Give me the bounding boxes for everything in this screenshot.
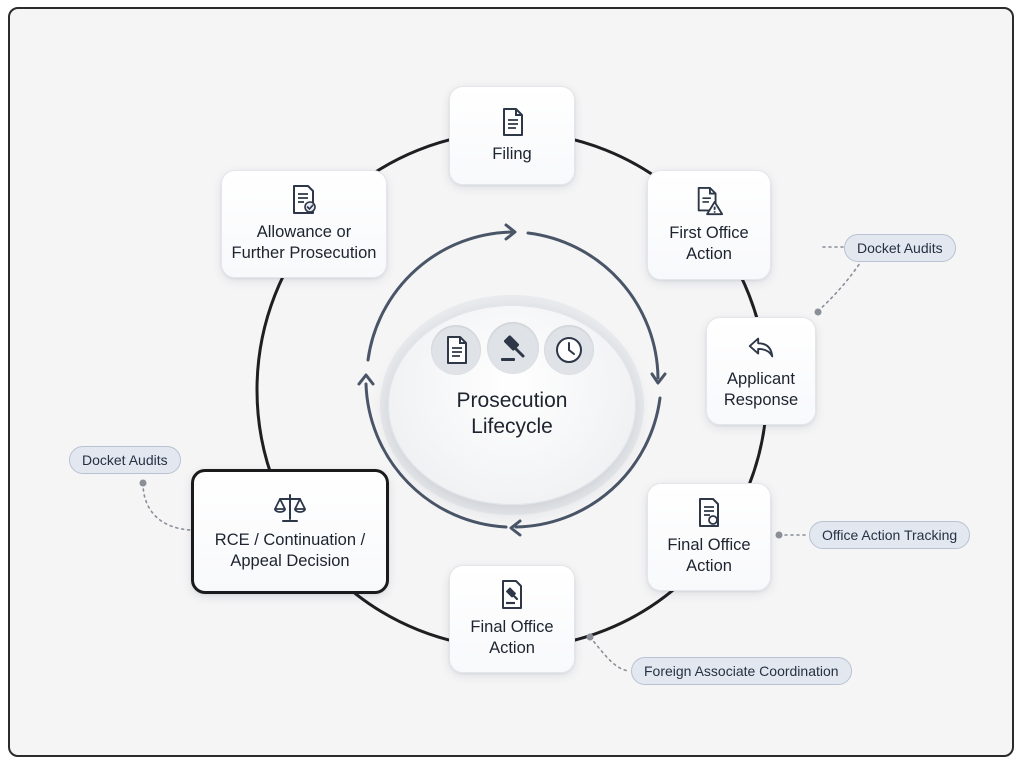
hub-document-icon (431, 325, 481, 375)
tag-docket-audits-right[interactable]: Docket Audits (844, 234, 956, 262)
document-seal-icon (699, 498, 719, 527)
connector-docket-audits-right (817, 246, 861, 312)
hub-gavel-icon (487, 322, 539, 374)
node-applicant-response[interactable]: Applicant Response (706, 317, 816, 425)
node-allowance-label: Allowance or Further Prosecution (231, 223, 377, 262)
hub-clock-icon (544, 325, 594, 375)
inner-cycle-arrows (364, 230, 662, 529)
node-allowance[interactable]: Allowance or Further Prosecution (221, 170, 387, 278)
document-icon (503, 108, 523, 136)
tag-office-action-tracking[interactable]: Office Action Tracking (809, 521, 971, 549)
node-final-office-action-bottom-label: Final Office Action (470, 618, 554, 657)
inner-arrow-top (366, 230, 514, 362)
node-first-office-action-label: First Office Action (669, 224, 749, 263)
connector-dot-3 (139, 479, 147, 487)
tag-foreign-associate-coordination[interactable]: Foreign Associate Coordination (631, 657, 852, 685)
connector-dot-1 (814, 308, 822, 316)
arrowhead-bottom (509, 519, 522, 537)
connector-docket-audits-left (142, 482, 191, 531)
reply-arrow-icon (748, 337, 774, 358)
node-filing-label: Filing (492, 145, 532, 163)
scales-icon (274, 493, 306, 522)
inner-arrow-left (364, 382, 508, 529)
connector-foreign-associate (589, 636, 631, 672)
arrowhead-left (357, 373, 375, 386)
connector-dot-2 (775, 531, 783, 539)
inner-arrow-right (526, 231, 660, 380)
node-filing[interactable]: Filing (449, 86, 575, 185)
arrowhead-right (650, 372, 667, 385)
hub-title: Prosecution Lifecycle (456, 389, 568, 438)
arrowhead-top (504, 223, 517, 241)
document-check-icon (293, 185, 316, 214)
inner-arrow-right-lower (514, 396, 662, 529)
node-rce-appeal-decision-label: RCE / Continuation / Appeal Decision (214, 530, 366, 570)
node-final-office-action-right[interactable]: Final Office Action (647, 483, 771, 591)
connector-dot-4 (586, 633, 594, 641)
tag-docket-audits-left[interactable]: Docket Audits (69, 446, 181, 474)
node-rce-appeal-decision[interactable]: RCE / Continuation / Appeal Decision (191, 469, 389, 594)
node-applicant-response-label: Applicant Response (723, 370, 799, 409)
node-final-office-action-bottom[interactable]: Final Office Action (449, 565, 575, 673)
node-first-office-action[interactable]: First Office Action (647, 170, 771, 280)
node-final-office-action-right-label: Final Office Action (667, 536, 751, 575)
document-gavel-icon (502, 580, 522, 609)
document-warning-icon (697, 186, 724, 216)
